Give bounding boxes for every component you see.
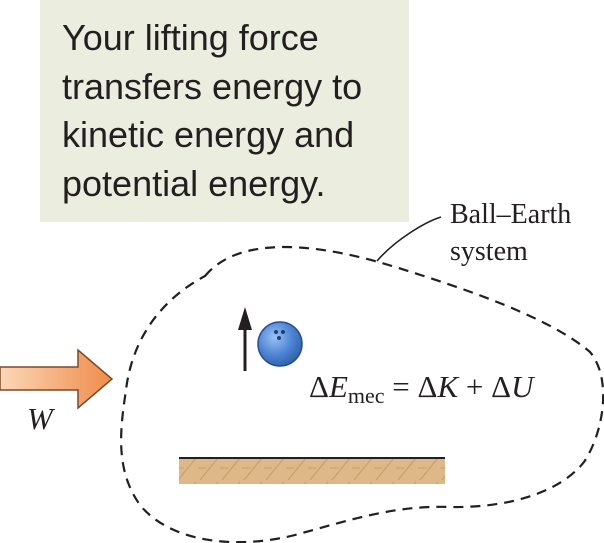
- caption-text: Your lifting force transfers energy to k…: [62, 14, 407, 208]
- caption-line-2: transfers energy to: [62, 65, 363, 107]
- caption-box: [40, 0, 409, 222]
- up-arrow-icon: [238, 307, 252, 371]
- caption-line-3: kinetic energy and: [62, 114, 355, 155]
- eq-e-subscript: mec: [347, 383, 385, 408]
- eq-delta-k: Δ: [417, 369, 438, 404]
- eq-equals: =: [384, 369, 418, 404]
- eq-delta-e: Δ: [309, 369, 329, 404]
- caption-line-1: Your lifting force: [62, 17, 319, 58]
- caption-line-4: potential energy.: [62, 162, 326, 204]
- system-label: Ball–Earth system: [450, 196, 571, 270]
- ground-icon: [179, 457, 445, 484]
- work-label: W: [27, 401, 53, 436]
- system-boundary: [120, 246, 604, 543]
- eq-e-symbol: E: [328, 369, 348, 404]
- eq-plus: +: [458, 369, 492, 404]
- system-label-line-1: Ball–Earth: [450, 199, 572, 230]
- system-label-leader: [376, 216, 442, 262]
- energy-equation: ΔEmec = ΔK + ΔU: [309, 369, 533, 409]
- eq-delta-u: Δ: [491, 369, 512, 404]
- ball-icon: [257, 321, 303, 367]
- work-arrow-icon: [0, 348, 114, 410]
- eq-k-symbol: K: [437, 369, 459, 404]
- eq-u-symbol: U: [511, 369, 534, 404]
- system-label-line-2: system: [450, 236, 528, 267]
